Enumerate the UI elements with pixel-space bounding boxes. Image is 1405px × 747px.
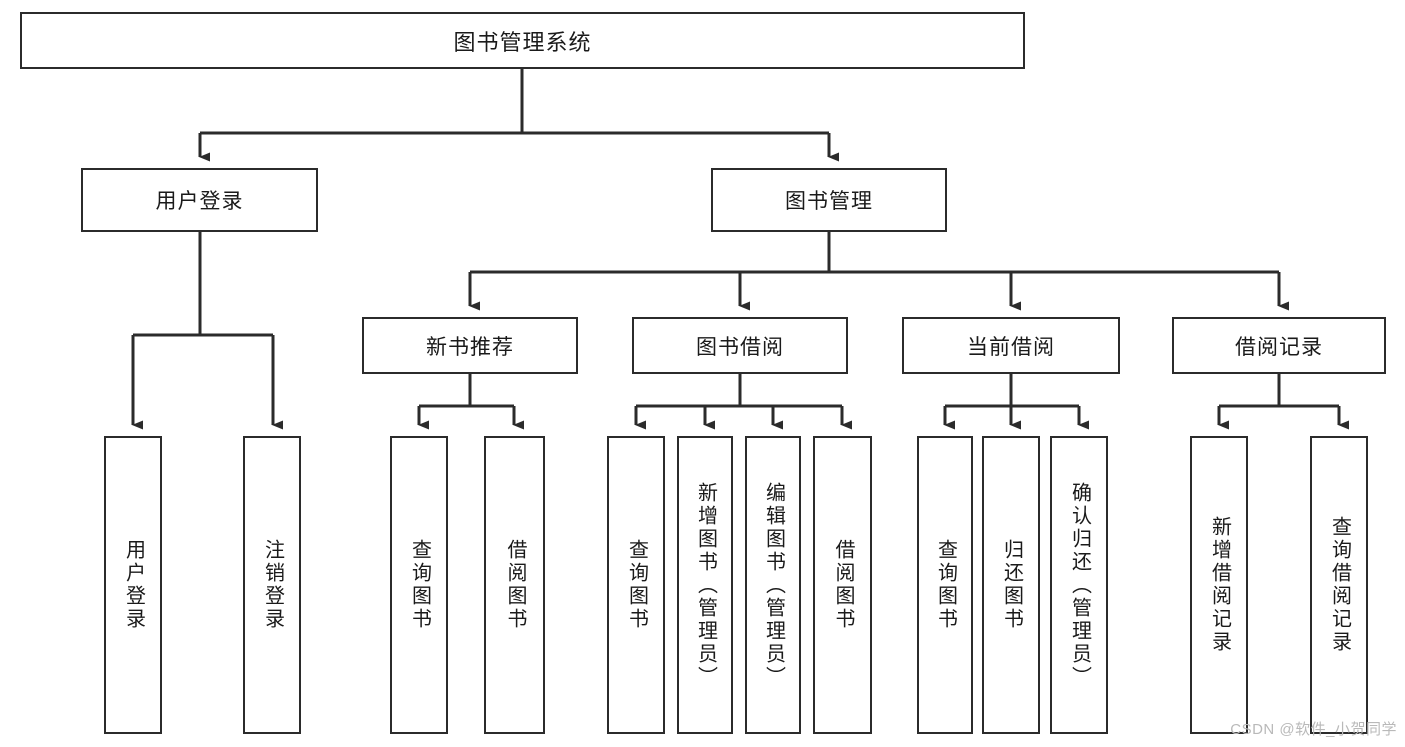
leaf-borrow-book[interactable]: 借阅图书	[813, 436, 872, 734]
node-label: 图书管理系统	[453, 29, 592, 55]
node-label: 当前借阅	[967, 335, 1055, 359]
watermark-text: CSDN @软件_小贺同学	[1230, 721, 1397, 738]
leaf-query-borrow-record[interactable]: 查询借阅记录	[1310, 436, 1368, 734]
leaf-query-book-current[interactable]: 查询图书	[917, 436, 973, 734]
leaf-borrow-book-recommend[interactable]: 借阅图书	[484, 436, 545, 734]
leaf-query-book-recommend[interactable]: 查询图书	[390, 436, 448, 734]
node-book-management[interactable]: 图书管理	[711, 168, 947, 232]
node-label: 新书推荐	[426, 335, 514, 359]
node-root-system[interactable]: 图书管理系统	[20, 12, 1025, 69]
leaf-logout[interactable]: 注销登录	[243, 436, 301, 734]
node-book-borrow[interactable]: 图书借阅	[632, 317, 848, 374]
node-label: 借阅记录	[1235, 335, 1323, 359]
node-borrow-record[interactable]: 借阅记录	[1172, 317, 1386, 374]
node-new-book-recommend[interactable]: 新书推荐	[362, 317, 578, 374]
node-label: 用户登录	[155, 190, 244, 213]
node-label: 图书借阅	[696, 335, 784, 359]
node-current-borrow[interactable]: 当前借阅	[902, 317, 1120, 374]
leaf-add-borrow-record[interactable]: 新增借阅记录	[1190, 436, 1248, 734]
leaf-confirm-return-admin[interactable]: 确认归还（管理员）	[1050, 436, 1108, 734]
leaf-edit-book-admin[interactable]: 编辑图书（管理员）	[745, 436, 801, 734]
node-user-login[interactable]: 用户登录	[81, 168, 318, 232]
leaf-add-book-admin[interactable]: 新增图书（管理员）	[677, 436, 733, 734]
leaf-query-book-borrow[interactable]: 查询图书	[607, 436, 665, 734]
leaf-return-book[interactable]: 归还图书	[982, 436, 1040, 734]
node-label: 图书管理	[785, 190, 873, 213]
leaf-user-login[interactable]: 用户登录	[104, 436, 162, 734]
